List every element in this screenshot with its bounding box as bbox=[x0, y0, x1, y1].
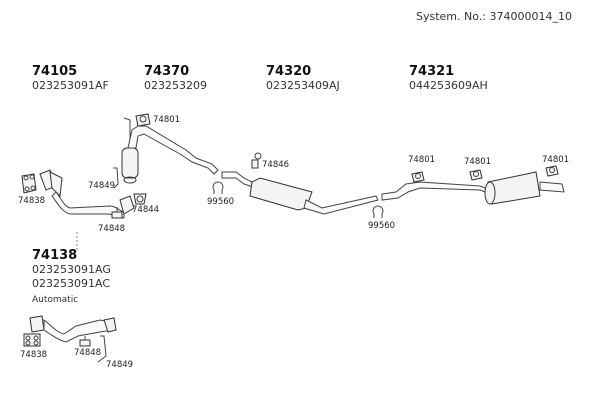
rear-muffler-icon bbox=[381, 171, 565, 205]
part-label: 74801 bbox=[153, 115, 181, 125]
middle-muffler-icon bbox=[221, 171, 379, 215]
front-pipe-icon bbox=[39, 169, 135, 219]
mount-icon bbox=[79, 336, 91, 347]
pipe-clamp-icon bbox=[372, 205, 384, 218]
part-label: 74848 bbox=[98, 224, 126, 234]
mount-icon bbox=[111, 207, 123, 219]
part-label: 74849 bbox=[106, 360, 134, 370]
part-label: 74848 bbox=[74, 348, 102, 358]
part-group-74370: 74370 023253209 bbox=[144, 64, 207, 93]
part-label: 99560 bbox=[368, 221, 396, 231]
part-group-74320: 74320 023253409AJ bbox=[266, 64, 340, 93]
part-code: 023253091AG bbox=[32, 263, 111, 276]
part-label: 74849 bbox=[88, 181, 116, 191]
hanger-icon bbox=[411, 171, 425, 183]
variant-note: Automatic bbox=[32, 295, 79, 305]
part-code: 023253209 bbox=[144, 79, 207, 92]
part-label: 74846 bbox=[262, 160, 290, 170]
hanger-icon bbox=[469, 169, 483, 181]
part-label: 74801 bbox=[542, 155, 570, 165]
automatic-front-pipe-icon bbox=[29, 315, 117, 343]
ring-icon bbox=[133, 193, 147, 205]
pipe-clamp-icon bbox=[212, 181, 224, 194]
part-group-74105: 74105 023253091AF bbox=[32, 64, 109, 93]
clamp-icon bbox=[113, 167, 119, 189]
hanger-icon bbox=[545, 165, 559, 177]
part-code: 023253409AJ bbox=[266, 79, 340, 92]
part-label: 74801 bbox=[408, 155, 436, 165]
part-number: 74370 bbox=[144, 64, 190, 79]
part-code: 023253091AF bbox=[32, 79, 109, 92]
system-number: System. No.: 374000014_10 bbox=[416, 10, 572, 23]
hanger-icon bbox=[135, 113, 151, 127]
part-code: 023253091AC bbox=[32, 277, 110, 290]
part-number: 74320 bbox=[266, 64, 312, 79]
clamp-icon bbox=[97, 335, 107, 363]
part-code: 044253609AH bbox=[409, 79, 488, 92]
gasket-icon bbox=[23, 333, 41, 347]
part-number: 74321 bbox=[409, 64, 455, 79]
gasket-icon bbox=[21, 173, 37, 194]
hanger-icon bbox=[251, 152, 262, 169]
part-label: 74838 bbox=[20, 350, 48, 360]
part-label: 74801 bbox=[464, 157, 492, 167]
part-group-74321: 74321 044253609AH bbox=[409, 64, 488, 93]
part-number: 74138 bbox=[32, 248, 78, 263]
center-muffler-icon bbox=[121, 117, 219, 184]
part-number: 74105 bbox=[32, 64, 78, 79]
part-group-74138: 74138 023253091AG 023253091AC Automatic bbox=[32, 248, 111, 307]
part-label: 74844 bbox=[132, 205, 160, 215]
part-label: 99560 bbox=[207, 197, 235, 207]
part-label: 74838 bbox=[18, 196, 46, 206]
